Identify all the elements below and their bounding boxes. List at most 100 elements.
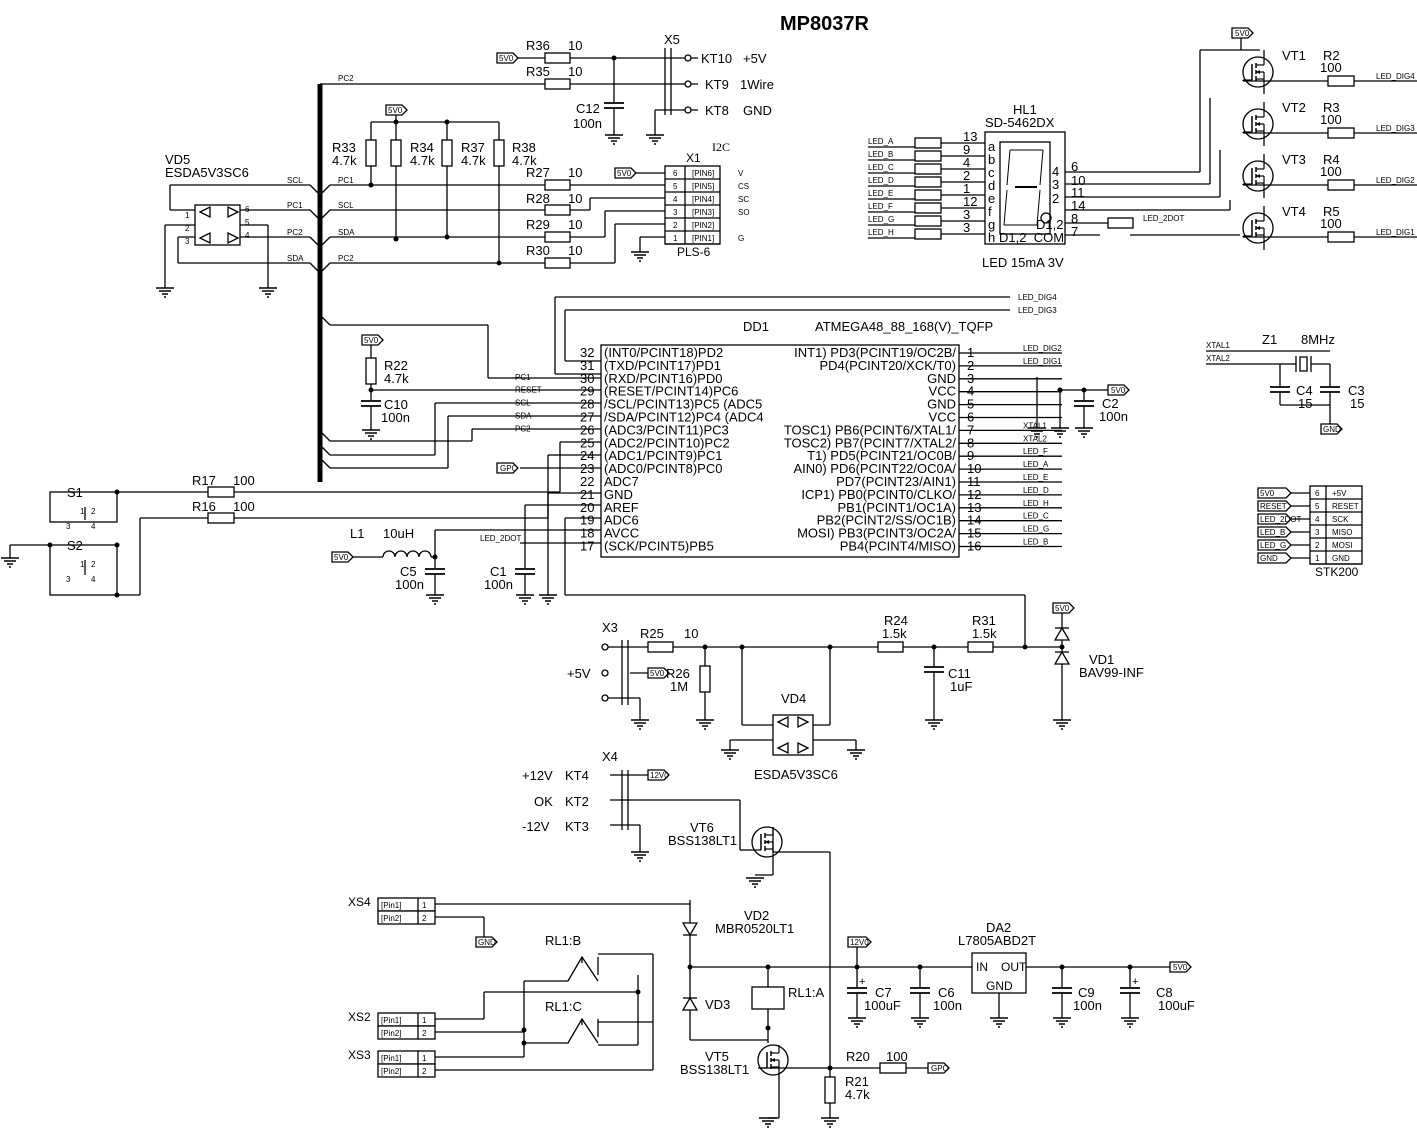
- mcu-pin-num-26: 26: [580, 422, 594, 437]
- display-pin-4-right: 4: [1052, 164, 1059, 179]
- vd1-ref: VD1: [1089, 652, 1114, 667]
- net-led-dig3-top: LED_DIG3: [1018, 306, 1057, 315]
- mcu-left-nets: GPO: [319, 296, 1010, 474]
- x4-pin-label-1: +12V: [522, 768, 553, 783]
- r21-value: 4.7k: [845, 1087, 870, 1102]
- mcu-part: ATMEGA48_88_168(V)_TQFP: [815, 319, 993, 334]
- r25-resistor: [647, 641, 674, 653]
- r29-resistor: [544, 231, 571, 243]
- mcu-pin-name-30: (RXD/PCINT16)PD0: [604, 371, 722, 386]
- r36-value: 10: [568, 38, 582, 53]
- l1-ref: L1: [350, 526, 364, 541]
- x1-pin-rows: 6[PIN6]V5[PIN5]CS4[PIN4]SC3[PIN3]SO2[PIN…: [665, 166, 750, 245]
- mcu-net-2: LED_DIG1: [1023, 357, 1062, 366]
- seg-resistor-b: [914, 150, 942, 162]
- seg-pin-e: 1: [963, 181, 970, 196]
- r33-resistor: [365, 139, 377, 167]
- mcu-pin-name-10: AIN0) PD6(PCINT22/OC0A/: [793, 461, 956, 476]
- r20-resistor: [879, 1062, 907, 1074]
- pwr-5v0-label-vd1: 5V0: [1055, 604, 1070, 613]
- pwr-5v0-label-r22: 5V0: [364, 336, 379, 345]
- transistor-vt3: [1242, 160, 1274, 192]
- x4-pin-kt2: KT2: [565, 794, 589, 809]
- x2-pin-num-4: 4: [1315, 515, 1320, 524]
- c12-value: 100n: [573, 116, 602, 131]
- x3-input-block: X3 +5V 5V0 R25 10 R26 1M R24 1.5k: [567, 602, 1144, 730]
- x2-net-4: LED_2DOT: [1260, 515, 1301, 524]
- r27-resistor: [544, 179, 571, 191]
- gpo-label-r20: GPO: [931, 1064, 949, 1073]
- r36-resistor: [544, 52, 571, 64]
- x5-pin-kt10-label: +5V: [743, 51, 767, 66]
- mcu-pin-name-18: AVCC: [604, 526, 639, 541]
- net-pc1-r27: PC1: [338, 176, 354, 185]
- r29-value: 10: [568, 217, 582, 232]
- r34-resistor: [390, 139, 402, 167]
- r34-ref: R34: [410, 140, 434, 155]
- r21-resistor: [824, 1076, 836, 1104]
- da2-gnd: GND: [986, 979, 1013, 993]
- r2-ref: R2: [1323, 48, 1340, 63]
- x1-pin-name-6: [PIN6]: [692, 169, 714, 178]
- regulator-block: 12V0 C7 100uF C6 100n DA2 L7805ABD2T IN …: [846, 920, 1195, 1028]
- gnd-label-crystal: GND: [1323, 425, 1341, 434]
- seg-letter-g: g: [988, 217, 995, 232]
- net-pc2-r30: PC2: [338, 254, 354, 263]
- display-note: LED 15mA 3V: [982, 255, 1064, 270]
- xs4-pin-num-2: 2: [422, 914, 427, 923]
- display-pin-7: 7: [1071, 224, 1078, 239]
- x2-pin-num-6: 6: [1315, 489, 1320, 498]
- xs2-pin-name-1: [Pin1]: [381, 1016, 401, 1025]
- r31-resistor: [967, 641, 994, 653]
- reset-rc-block: 5V0 R22 4.7k C10 100n: [360, 334, 410, 440]
- seg-net-g: LED_G: [868, 215, 894, 224]
- rl1b-label: RL1:B: [545, 933, 581, 948]
- net-led-2dot-mcu: LED_2DOT: [480, 534, 521, 543]
- mcu-net-30: PC1: [515, 373, 531, 382]
- c4-ref: C4: [1296, 383, 1313, 398]
- r4-value: 100: [1320, 164, 1342, 179]
- seg-resistor-d: [914, 176, 942, 188]
- r26-ref: R26: [666, 666, 690, 681]
- r22-resistor: [365, 357, 377, 385]
- mcu-pin-num-25: 25: [580, 435, 594, 450]
- mcu-pin-name-19: ADC6: [604, 513, 639, 528]
- c11-ref: C11: [948, 666, 971, 681]
- seg-letter-f: f: [988, 204, 992, 219]
- x2-pin-num-5: 5: [1315, 502, 1320, 511]
- c7-value: 100uF: [864, 998, 901, 1013]
- mcu-pin-name-27: /SDA/PCINT12)PC4 (ADC4: [604, 410, 764, 425]
- mcu-net-28: SCL: [515, 399, 531, 408]
- r25-ref: R25: [640, 626, 664, 641]
- xs3-pin-name-1: [Pin1]: [381, 1054, 401, 1063]
- pwr-5v0-label: 5V0: [499, 54, 514, 63]
- vt5-part: BSS138LT1: [680, 1062, 749, 1077]
- display-hl1-block: HL1 SD-5462DX D1,2 D1,2_COM LED 15mA 3V: [982, 102, 1066, 270]
- net-sda-r29: SDA: [338, 228, 355, 237]
- mcu-pin-name-14: PB2(PCINT2/SS/OC1B): [817, 513, 956, 528]
- avcc-filter-block: 5V0 L1 10uH C5 100n C1 100n LED_2DOT: [331, 492, 1026, 647]
- r27-value: 10: [568, 165, 582, 180]
- mcu-net-11: LED_E: [1023, 473, 1048, 482]
- mcu-net-27: SDA: [515, 412, 532, 421]
- pwr-5v0-label-x1: 5V0: [617, 169, 632, 178]
- r5-ref: R5: [1323, 204, 1340, 219]
- mcu-pin-num-19: 19: [580, 513, 594, 528]
- x5-pin-kt8-label: GND: [743, 103, 772, 118]
- net-led-dig4-top: LED_DIG4: [1018, 293, 1057, 302]
- r38-value: 4.7k: [512, 153, 537, 168]
- s2-pin4: 4: [91, 575, 96, 584]
- seg-resistor-c: [914, 163, 942, 175]
- r2-value: 100: [1320, 60, 1342, 75]
- mcu-pin-name-28: /SCL/PCINT13)PC5 (ADC5: [604, 397, 762, 412]
- mcu-net-7: XTAL1: [1023, 421, 1047, 430]
- x2-pin-num-1: 1: [1315, 554, 1320, 563]
- da2-ref: DA2: [986, 920, 1011, 935]
- net-xtal2: XTAL2: [1206, 354, 1230, 363]
- crystal-block: XTAL1 XTAL2 Z1 8MHz C4 15 C3 15 GND: [1206, 332, 1365, 435]
- vt-net-led_dig4: LED_DIG4: [1376, 72, 1415, 81]
- seg-pin-d: 2: [963, 168, 970, 183]
- r3-ref: R3: [1323, 100, 1340, 115]
- relay-block: VD2 MBR0520LT1 VD3 RL1:A VT5 BSS138LT1 R…: [435, 900, 1000, 1128]
- x2-pin-func-1: GND: [1332, 554, 1350, 563]
